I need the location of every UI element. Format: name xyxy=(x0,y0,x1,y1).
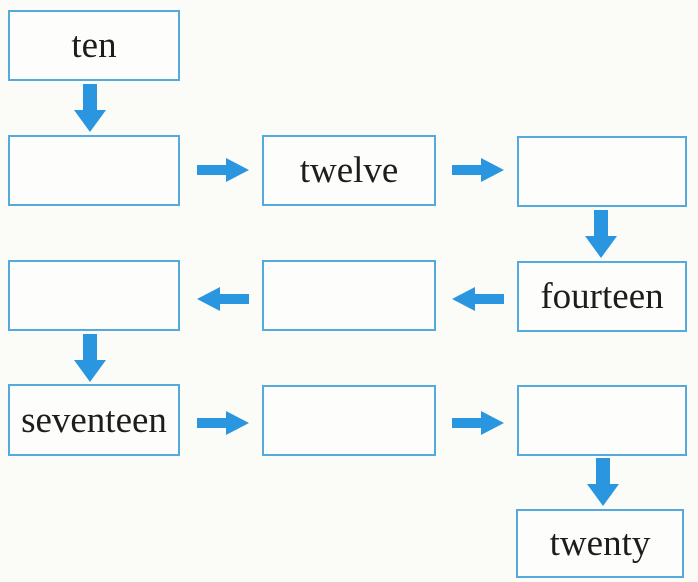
box-label: twenty xyxy=(549,523,651,564)
box-twenty: twenty xyxy=(516,509,684,578)
arrow-down-icon xyxy=(585,210,617,258)
arrow-left-icon xyxy=(197,286,249,312)
blank-box-r2c1[interactable] xyxy=(8,135,180,206)
blank-box-r3c1[interactable] xyxy=(8,260,180,331)
arrow-down-icon xyxy=(74,84,106,132)
arrow-down-icon xyxy=(587,458,619,506)
box-label: seventeen xyxy=(21,399,167,441)
blank-box-r2c3[interactable] xyxy=(517,136,687,207)
box-seventeen: seventeen xyxy=(8,384,180,456)
blank-box-r4c2[interactable] xyxy=(262,385,436,456)
arrow-left-icon xyxy=(452,286,504,312)
arrow-right-icon xyxy=(197,410,249,436)
arrow-down-icon xyxy=(74,334,106,382)
box-ten: ten xyxy=(8,10,180,81)
blank-box-r4c3[interactable] xyxy=(517,385,687,456)
box-fourteen: fourteen xyxy=(517,261,687,332)
box-label: twelve xyxy=(299,150,399,191)
box-label: ten xyxy=(71,25,117,66)
blank-box-r3c2[interactable] xyxy=(262,260,436,331)
box-label: fourteen xyxy=(540,276,664,317)
arrow-right-icon xyxy=(197,157,249,183)
arrow-right-icon xyxy=(452,157,504,183)
arrow-right-icon xyxy=(452,410,504,436)
box-twelve: twelve xyxy=(262,135,436,206)
